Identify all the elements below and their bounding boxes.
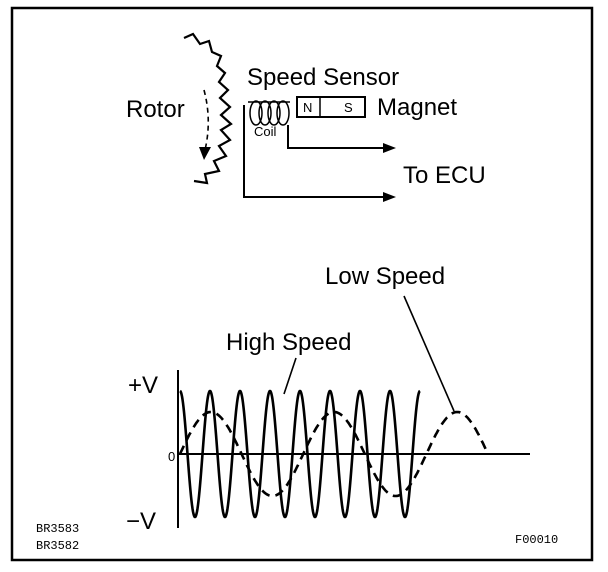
reference-code-2: BR3582 bbox=[36, 539, 79, 553]
minus-v-label: −V bbox=[126, 508, 156, 535]
coil bbox=[248, 100, 290, 126]
low-speed-waveform bbox=[178, 410, 490, 498]
high-speed-label: High Speed bbox=[226, 329, 351, 356]
rotor bbox=[183, 32, 233, 185]
rotation-arrowhead bbox=[199, 147, 211, 160]
coil-label: Coil bbox=[254, 124, 277, 139]
zero-label: 0 bbox=[168, 449, 175, 464]
magnet-north-label: N bbox=[303, 100, 312, 115]
rotor-label: Rotor bbox=[126, 96, 185, 123]
to-ecu-label: To ECU bbox=[403, 162, 486, 189]
figure-border bbox=[10, 6, 594, 562]
magnet bbox=[296, 96, 366, 118]
low-speed-label: Low Speed bbox=[325, 263, 445, 290]
reference-code-1: BR3583 bbox=[36, 522, 79, 536]
plus-v-label: +V bbox=[128, 372, 158, 399]
ecu-wires bbox=[243, 105, 385, 198]
rotor-teeth bbox=[183, 32, 233, 185]
ecu-arrowhead-lower bbox=[383, 192, 396, 202]
magnet-south-label: S bbox=[344, 100, 353, 115]
rotation-arrow bbox=[203, 89, 210, 151]
high-speed-waveform bbox=[179, 389, 421, 519]
ecu-arrowhead-upper bbox=[383, 143, 396, 153]
magnet-label: Magnet bbox=[377, 94, 457, 121]
low-speed-leader bbox=[403, 295, 455, 412]
high-speed-leader bbox=[283, 357, 297, 395]
speed-sensor-label: Speed Sensor bbox=[247, 64, 399, 91]
figure-id: F00010 bbox=[515, 533, 558, 547]
